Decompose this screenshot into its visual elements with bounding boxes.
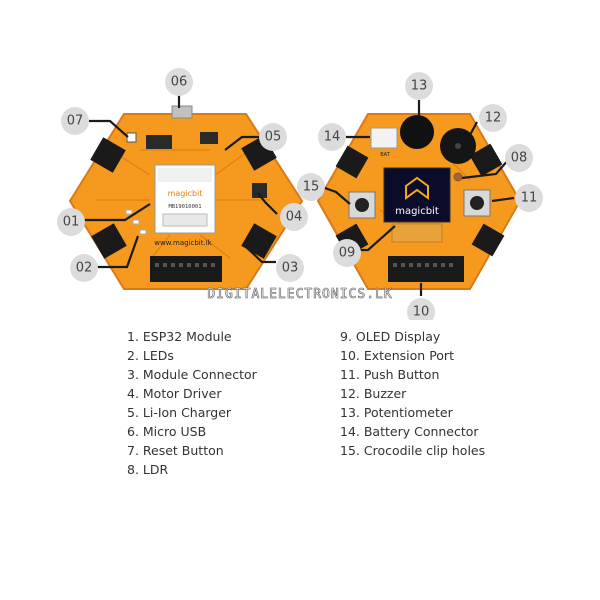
- potentiometer: [400, 115, 434, 149]
- callout-11-number: 11: [521, 191, 538, 206]
- legend-item: 2. LEDs: [127, 348, 174, 363]
- callout-04-circle: [280, 203, 308, 231]
- push-button-right: [463, 189, 491, 217]
- front-leds: [125, 209, 147, 235]
- legend-item: 9. OLED Display: [340, 329, 441, 344]
- callout-05-circle: [259, 123, 287, 151]
- legend-item: 8. LDR: [127, 462, 169, 477]
- oled-display: magicbit: [383, 167, 451, 223]
- esp32-code-text: MB19010001: [168, 204, 201, 210]
- board-url-text: www.magicbit.lk: [154, 239, 212, 247]
- ldr-sensor: [453, 172, 463, 182]
- front-croc-pads: [90, 135, 277, 259]
- legend-item: 12. Buzzer: [340, 386, 407, 401]
- legend-item: 13. Potentiometer: [340, 405, 453, 420]
- battery-connector: BAT: [370, 127, 398, 158]
- callout-11-circle: [515, 184, 543, 212]
- callout-01-circle: [57, 208, 85, 236]
- callout-05-number: 05: [265, 130, 282, 145]
- back-board: BAT magicbit: [316, 113, 522, 290]
- callout-08-number: 08: [511, 151, 528, 166]
- legend-item: 7. Reset Button: [127, 443, 224, 458]
- esp32-module: magicbit MB19010001: [154, 164, 216, 234]
- regulator-chip: [200, 132, 218, 144]
- callout-14-number: 14: [324, 130, 341, 145]
- battery-label-text: BAT: [380, 152, 390, 158]
- callout-15-circle: [297, 173, 325, 201]
- callout-12-circle: [479, 104, 507, 132]
- back-croc-pads: [335, 143, 505, 257]
- callout-03-circle: [276, 254, 304, 282]
- module-connector: [150, 256, 222, 282]
- callout-09-number: 09: [339, 246, 356, 261]
- callout-01-number: 01: [63, 215, 80, 230]
- legend-item: 10. Extension Port: [340, 348, 454, 363]
- oled-brand-text: magicbit: [395, 206, 439, 217]
- extension-port: [388, 256, 464, 282]
- callout-14-circle: [318, 123, 346, 151]
- legend-item: 4. Motor Driver: [127, 386, 222, 401]
- callout-02-circle: [70, 254, 98, 282]
- callout-13-number: 13: [411, 79, 428, 94]
- callout-08-circle: [505, 144, 533, 172]
- callout-badges: [57, 68, 543, 320]
- legend-item: 3. Module Connector: [127, 367, 257, 382]
- push-button-left: [348, 191, 376, 219]
- magicbit-board-diagram: magicbit MB19010001 www.magicbit.lk: [57, 68, 543, 320]
- legend-item: 15. Crocodile clip holes: [340, 443, 486, 458]
- legend-item: 11. Push Button: [340, 367, 440, 382]
- esp32-brand-text: magicbit: [168, 189, 203, 198]
- callout-03-number: 03: [282, 261, 299, 276]
- callout-13-circle: [405, 72, 433, 100]
- callout-07-circle: [61, 107, 89, 135]
- callout-10-circle: [407, 298, 435, 320]
- legend-item: 6. Micro USB: [127, 424, 207, 439]
- motor-driver-chip: [252, 183, 267, 198]
- callout-04-number: 04: [286, 210, 303, 225]
- watermark: DIGITALELECTRONICS.LK: [207, 287, 393, 303]
- front-board: magicbit MB19010001 www.magicbit.lk: [68, 105, 304, 290]
- callout-02-number: 02: [76, 261, 93, 276]
- callout-12-number: 12: [485, 111, 502, 126]
- callout-07-number: 07: [67, 114, 84, 129]
- legend-right: 9. OLED Display 10. Extension Port 11. P…: [340, 327, 485, 460]
- micro-usb-port: [171, 105, 193, 119]
- callout-10-number: 10: [413, 305, 430, 320]
- legend-item: 5. Li-Ion Charger: [127, 405, 232, 420]
- callout-06-circle: [165, 68, 193, 96]
- reset-button: [126, 132, 137, 143]
- legend-item: 1. ESP32 Module: [127, 329, 232, 344]
- callout-06-number: 06: [171, 75, 188, 90]
- charger-chip: [146, 135, 172, 149]
- callout-09-circle: [333, 239, 361, 267]
- legend-left: 1. ESP32 Module 2. LEDs 3. Module Connec…: [127, 327, 257, 479]
- legend-item: 14. Battery Connector: [340, 424, 479, 439]
- callout-15-number: 15: [303, 180, 320, 195]
- oled-ribbon: [391, 223, 443, 243]
